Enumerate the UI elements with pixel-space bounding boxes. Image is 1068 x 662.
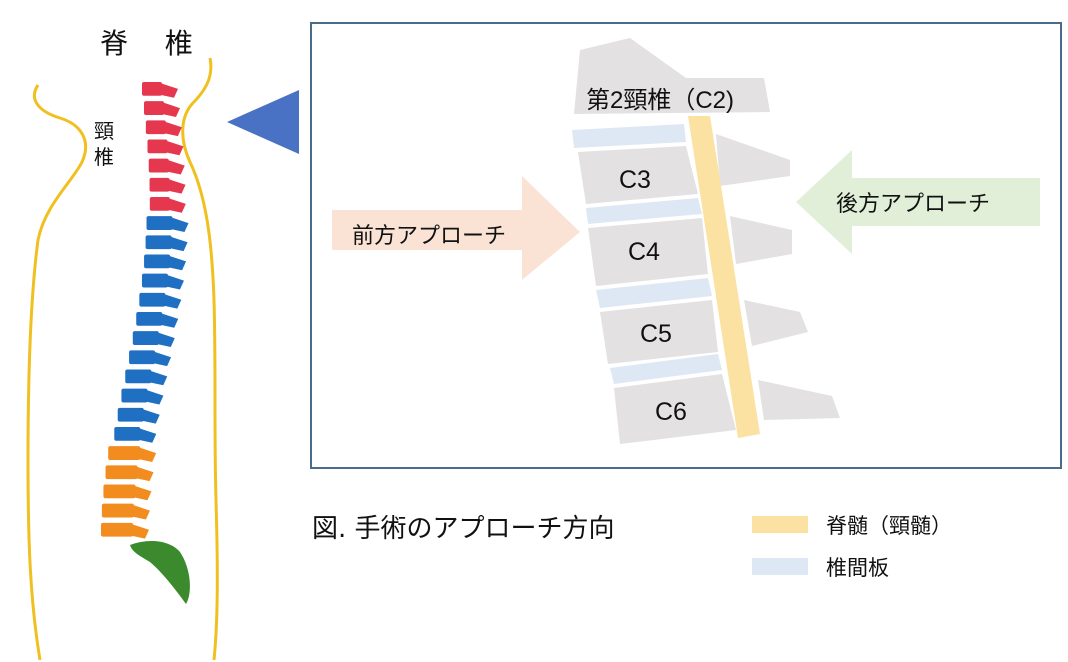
disc-c4-c5 xyxy=(596,278,712,308)
thoracic-process xyxy=(165,274,184,290)
thoracic-process xyxy=(156,332,175,347)
cervical-process xyxy=(161,102,180,117)
legend-label-spinal-cord: 脊髄（頸髄） xyxy=(826,514,952,538)
thoracic-vertebra xyxy=(121,388,148,403)
cervical-process xyxy=(160,83,178,98)
pointer-triangle xyxy=(227,90,299,154)
thoracic-vertebra xyxy=(132,331,159,345)
thoracic-process xyxy=(169,236,188,252)
c6-vertebra xyxy=(614,374,736,444)
c5-vertebra xyxy=(600,300,718,364)
cervical-process xyxy=(166,159,185,175)
c4-label: C4 xyxy=(628,238,660,266)
thoracic-process xyxy=(145,389,164,405)
process-c5 xyxy=(744,300,808,346)
lumbar-process xyxy=(133,485,152,501)
process-c3 xyxy=(716,134,790,186)
cervical-label-line2: 椎 xyxy=(94,145,114,169)
c6-label: C6 xyxy=(655,398,687,426)
cervical-process xyxy=(165,140,184,156)
c4-vertebra xyxy=(588,218,708,286)
lumbar-process xyxy=(135,466,154,482)
cervical-process xyxy=(163,121,182,137)
lumbar-vertebra xyxy=(101,503,134,518)
thoracic-vertebra xyxy=(136,312,163,326)
thoracic-vertebra xyxy=(141,273,168,288)
thoracic-vertebra xyxy=(117,407,144,422)
thoracic-vertebra xyxy=(125,369,152,384)
cervical-process xyxy=(167,198,186,213)
lumbar-process xyxy=(130,523,149,539)
anterior-arrow xyxy=(332,176,580,280)
vertebrae-column xyxy=(100,82,189,539)
cervical-label: 頸 椎 xyxy=(92,118,116,170)
c2-label: 第2頸椎（C2) xyxy=(586,87,735,114)
detail-svg xyxy=(332,38,1040,444)
legend-swatch-disc xyxy=(752,558,808,575)
disc-c5-c6 xyxy=(610,354,722,384)
cervical-vertebra xyxy=(147,139,168,154)
thoracic-vertebra xyxy=(144,254,171,269)
lumbar-process xyxy=(131,504,150,520)
legend-label-disc: 椎間板 xyxy=(826,556,889,580)
thoracic-vertebra xyxy=(129,350,156,365)
spine-figure xyxy=(26,57,219,661)
disc-c3-c4 xyxy=(586,198,702,224)
figure-caption: 図. 手術のアプローチ方向 xyxy=(312,514,615,544)
thoracic-vertebra xyxy=(146,216,173,230)
thoracic-process xyxy=(163,293,182,309)
thoracic-process xyxy=(168,255,187,271)
lumbar-vertebra xyxy=(105,465,138,480)
cervical-vertebra xyxy=(143,101,164,115)
spinal-cord xyxy=(688,116,760,438)
cervical-vertebra xyxy=(145,120,166,135)
cervical-vertebra xyxy=(149,177,170,192)
posterior-approach-label: 後方アプローチ xyxy=(836,192,991,217)
lumbar-vertebra xyxy=(108,446,141,460)
cervical-vertebra xyxy=(149,197,170,211)
thoracic-process xyxy=(141,408,160,424)
thoracic-process xyxy=(153,351,172,367)
thoracic-process xyxy=(138,428,157,443)
body-outline-back xyxy=(181,57,219,661)
thoracic-process xyxy=(149,370,168,386)
cervical-vertebra xyxy=(148,158,169,173)
disc-c2-c3 xyxy=(572,124,686,148)
thoracic-vertebra xyxy=(139,292,166,307)
legend-swatch-spinal-cord xyxy=(752,516,808,533)
thoracic-process xyxy=(170,217,189,232)
cervical-label-line1: 頸 xyxy=(94,119,114,143)
anterior-approach-label: 前方アプローチ xyxy=(352,224,507,249)
thoracic-vertebra xyxy=(145,235,172,250)
thoracic-process xyxy=(160,313,179,328)
c3-label: C3 xyxy=(619,166,651,194)
process-c4 xyxy=(730,216,792,264)
body-outline-front xyxy=(26,84,88,661)
process-c6 xyxy=(758,380,840,420)
lumbar-vertebra xyxy=(100,522,133,537)
c2-vertebra xyxy=(574,38,770,114)
lumbar-vertebra xyxy=(103,484,136,499)
posterior-arrow xyxy=(796,150,1040,254)
cervical-process xyxy=(167,178,186,194)
thoracic-vertebra xyxy=(114,427,141,441)
spine-title: 脊 椎 xyxy=(100,27,207,60)
detail-panel xyxy=(310,22,1062,469)
cervical-vertebra xyxy=(142,82,162,96)
lumbar-process xyxy=(138,447,157,462)
sacrum xyxy=(130,540,190,604)
c5-label: C5 xyxy=(640,320,672,348)
c3-vertebra xyxy=(578,146,698,204)
